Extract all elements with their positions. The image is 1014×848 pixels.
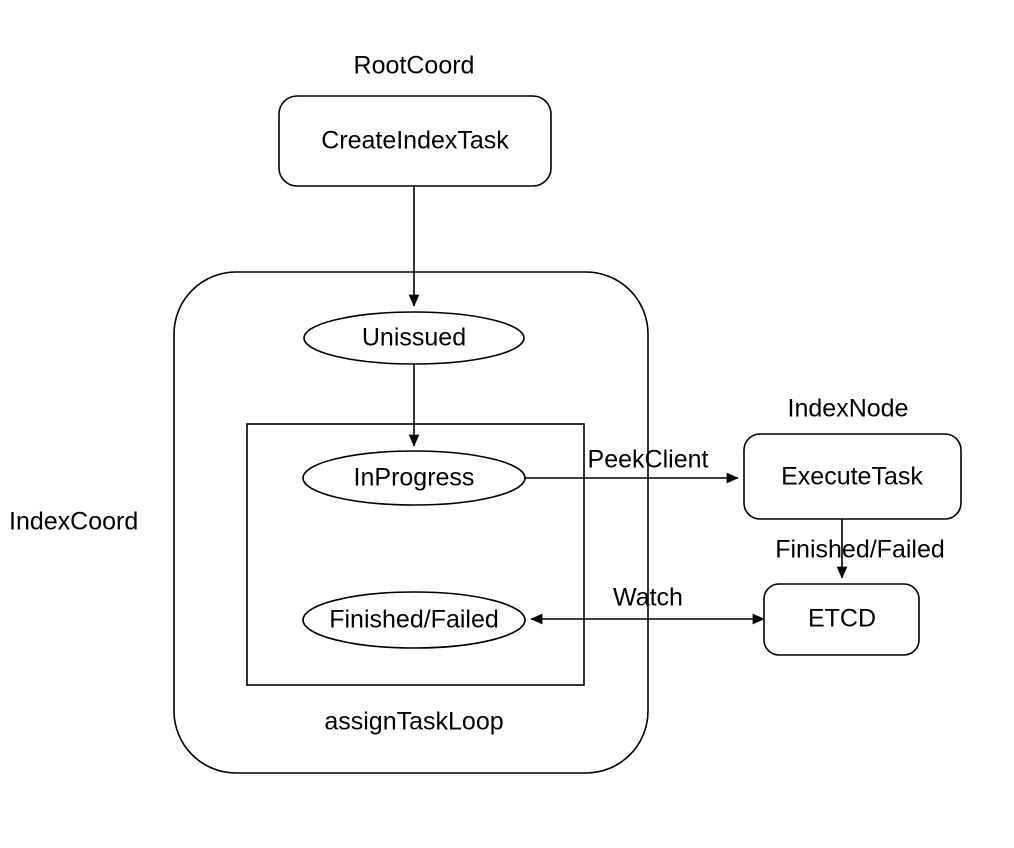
group-label-indexcoord: IndexCoord [9,508,138,536]
node-label-unissued: Unissued [362,324,466,352]
node-inprogress[interactable]: InProgress [302,450,526,506]
edge-label-peekclient: PeekClient [588,446,709,474]
node-unissued[interactable]: Unissued [303,311,525,365]
node-shape-etcd [763,583,920,656]
node-execute-task[interactable]: ExecuteTask [743,433,962,520]
node-shape-execute-task [743,433,962,520]
node-create-index-task[interactable]: CreateIndexTask [278,95,552,187]
node-etcd[interactable]: ETCD [763,583,920,656]
node-shape-unissued [303,311,525,365]
node-shape-finished-failed [302,591,526,649]
edge-label-finished-failed: Finished/Failed [775,536,945,564]
node-finished-failed[interactable]: Finished/Failed [302,591,526,649]
node-label-execute-task: ExecuteTask [781,463,923,491]
node-label-inprogress: InProgress [354,464,475,492]
node-shape-inprogress [302,450,526,506]
node-shape-create-index-task [278,95,552,187]
group-label-rootcoord: RootCoord [354,52,475,80]
node-label-etcd: ETCD [808,605,876,633]
group-label-indexnode: IndexNode [788,395,909,423]
group-label-assigntaskloop: assignTaskLoop [324,708,503,736]
node-label-create-index-task: CreateIndexTask [321,127,509,155]
edge-label-watch: Watch [613,584,683,612]
node-label-finished-failed: Finished/Failed [329,606,499,634]
